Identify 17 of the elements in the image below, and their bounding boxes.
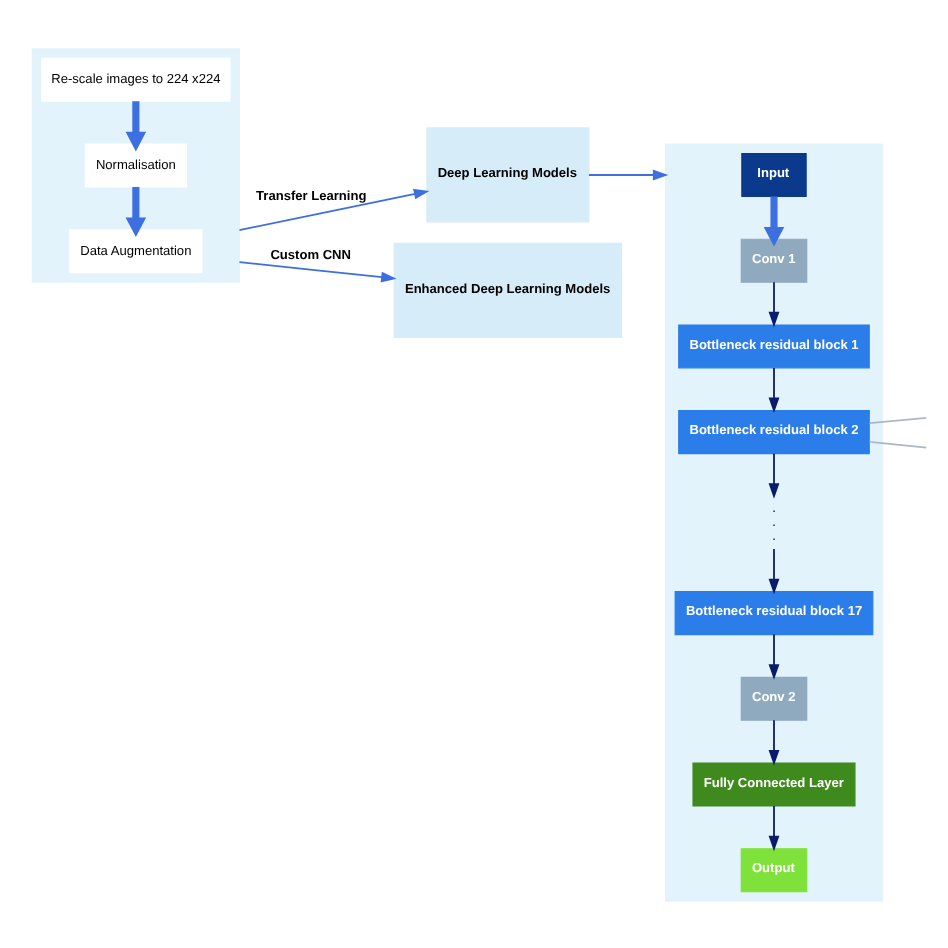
arrow bbox=[767, 632, 779, 679]
arrow bbox=[767, 366, 779, 413]
cluster bbox=[30, 47, 240, 282]
arrow bbox=[124, 100, 146, 151]
arrow bbox=[767, 547, 779, 594]
arrow bbox=[237, 187, 429, 230]
connector bbox=[867, 415, 927, 424]
arrow bbox=[587, 168, 668, 180]
arrow bbox=[767, 718, 779, 765]
arrow bbox=[124, 185, 146, 237]
arrow bbox=[762, 195, 784, 246]
connector bbox=[867, 439, 927, 448]
arrow bbox=[767, 804, 779, 851]
arrow bbox=[767, 280, 779, 327]
cluster bbox=[664, 142, 882, 901]
arrow bbox=[237, 260, 396, 282]
arrow bbox=[767, 451, 779, 498]
